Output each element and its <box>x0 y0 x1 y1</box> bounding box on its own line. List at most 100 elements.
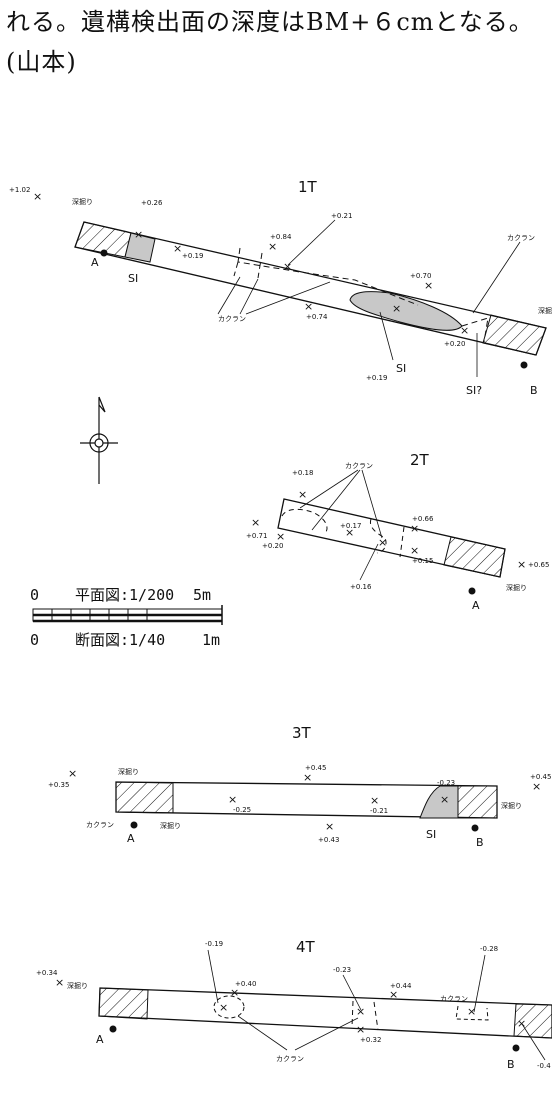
leader-line <box>473 954 486 1013</box>
fukabori-label: 深掘り <box>506 583 527 592</box>
survey-point-mark: × <box>517 1017 526 1030</box>
survey-point-mark: × <box>68 767 77 780</box>
fukabori-label: 深掘り <box>501 801 522 810</box>
point-a-marker <box>109 1025 117 1033</box>
point-b-label: B <box>507 1058 515 1071</box>
elevation: +0.74 <box>306 313 328 321</box>
trench-3t-fukabori-left <box>115 781 174 814</box>
elevation: +0.43 <box>318 836 339 844</box>
trench-2t-kakuran-boundary <box>369 518 387 554</box>
trench-1t-kakuran-boundary <box>237 247 419 306</box>
survey-point-mark: × <box>303 771 312 784</box>
trench-4t: 4T × +0.34 -0.19 × × +0.40 -0.23 × × +0.… <box>36 938 552 1071</box>
leader-line <box>239 278 259 315</box>
scale-section-label: 断面図:1/40 <box>75 631 165 649</box>
elevation: +0.84 <box>270 233 292 241</box>
leader-line <box>237 1015 288 1051</box>
elevation: +0.18 <box>292 469 313 477</box>
survey-point-mark: × <box>251 516 260 529</box>
si-label: SI <box>396 362 406 375</box>
survey-point-mark: × <box>345 526 354 539</box>
fukabori-label: 深掘り <box>72 197 93 206</box>
leader-line <box>311 469 361 531</box>
scale-plan-end: 5m <box>193 586 211 604</box>
elevation: +0.71 <box>246 532 267 540</box>
survey-point-mark: × <box>55 976 64 989</box>
elevation: +0.44 <box>390 982 412 990</box>
elevation: +0.34 <box>36 969 58 977</box>
scale-zero: 0 <box>30 586 39 604</box>
survey-point-mark: × <box>517 558 526 571</box>
survey-point-mark: × <box>440 793 449 806</box>
elevation: +0.17 <box>340 522 361 530</box>
point-b-marker <box>512 1044 520 1052</box>
elevation: +1.02 <box>9 186 30 194</box>
point-b-marker <box>471 824 479 832</box>
survey-point-mark: × <box>460 324 469 337</box>
leader-line <box>521 1023 546 1061</box>
trench-2t-title: 2T <box>410 451 430 469</box>
point-b-marker <box>520 361 528 369</box>
elevation: +0.70 <box>410 272 431 280</box>
trench-2t-fukabori <box>443 536 506 578</box>
elevation: +0.15 <box>412 557 433 565</box>
elevation: +0.32 <box>360 1036 381 1044</box>
trench-2t: 2T カクラン × +0.18 × +0.71 × +0.20 × +0.17 … <box>246 451 549 612</box>
elevation: +0.45 <box>305 764 326 772</box>
leader-line <box>361 469 383 539</box>
kakuran-label: カクラン <box>218 315 246 323</box>
kakuran-label: カクラン <box>86 821 114 829</box>
leader-line <box>294 1017 359 1051</box>
survey-point-mark: × <box>230 986 239 999</box>
survey-point-mark: × <box>283 260 292 273</box>
survey-point-mark: × <box>219 1001 228 1014</box>
leader-line <box>299 469 359 509</box>
point-a-marker <box>130 821 138 829</box>
point-a-label: A <box>91 256 99 269</box>
trench-1t-kakuran-line <box>257 252 263 279</box>
point-a-marker <box>468 587 476 595</box>
elevation: +0.21 <box>331 212 352 220</box>
point-a-marker <box>100 249 108 257</box>
survey-point-mark: × <box>173 242 182 255</box>
point-a-label: A <box>127 832 135 845</box>
survey-point-mark: × <box>268 240 277 253</box>
elevation: -0.21 <box>370 807 388 815</box>
line <box>351 1000 354 1028</box>
survey-point-mark: × <box>370 794 379 807</box>
elevation: +0.45 <box>530 773 551 781</box>
survey-point-mark: × <box>410 544 419 557</box>
survey-point-mark: × <box>33 190 42 203</box>
trench-1t-kakuran-line <box>233 261 239 277</box>
leader-line <box>342 974 362 1011</box>
leader-line <box>217 276 241 315</box>
survey-point-mark: × <box>276 530 285 543</box>
point-a-label: A <box>96 1033 104 1046</box>
trench-4t-kakuran-box <box>455 1005 489 1021</box>
survey-point-mark: × <box>325 820 334 833</box>
fukabori-label: 深掘り <box>160 821 181 830</box>
trench-1t-si-left <box>124 232 156 263</box>
fukabori-label: 深掘り <box>67 981 88 990</box>
elevation: +0.19 <box>366 374 387 382</box>
survey-point-mark: × <box>134 228 143 241</box>
trench-3t-si-feature <box>419 785 459 819</box>
kakuran-label: カクラン <box>345 462 373 470</box>
leader-line <box>472 241 521 314</box>
trench-1t: 1T × +1.02 × +0.26 × +0.19 × +0.84 × +0.… <box>9 178 552 397</box>
trench-1t-title: 1T <box>298 178 318 196</box>
elevation: +0.66 <box>412 515 434 523</box>
author-note: (山本) <box>6 48 77 76</box>
elevation: +0.26 <box>141 199 163 207</box>
point-b-label: B <box>476 836 484 849</box>
leader-line <box>245 281 331 315</box>
kakuran-label: カクラン <box>440 995 468 1003</box>
point-a-label: A <box>472 599 480 612</box>
trench-4t-title: 4T <box>296 938 316 956</box>
elevation: -0.4 <box>537 1062 551 1070</box>
elevation: +0.40 <box>235 980 256 988</box>
elevation: +0.65 <box>528 561 549 569</box>
trench-4t-fukabori-right <box>513 1003 552 1039</box>
survey-point-mark: × <box>356 1023 365 1036</box>
trench-1t-si-q-boundary <box>461 317 489 343</box>
